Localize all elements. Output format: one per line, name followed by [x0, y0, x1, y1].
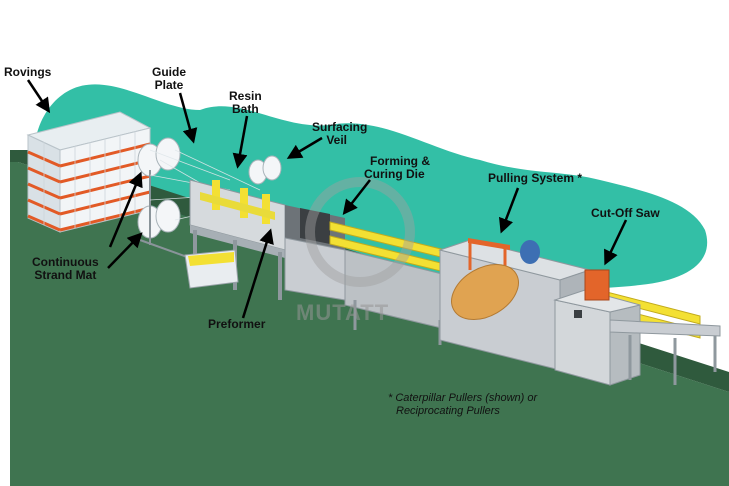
- guide-plate-arrow: [178, 92, 198, 144]
- label-cut-off-saw: Cut-Off Saw: [591, 206, 660, 220]
- roller-conveyor: [609, 319, 721, 385]
- label-preformer: Preformer: [208, 317, 266, 331]
- rovings-arrow: [26, 79, 51, 114]
- label-guide-plate-line2: Plate: [154, 78, 184, 92]
- footnote: * Caterpillar Pullers (shown) or Recipro…: [388, 392, 537, 418]
- callout-arrows: [26, 79, 628, 319]
- surfacing-veil-arrow: [286, 136, 323, 159]
- veil-rolls: [248, 155, 282, 185]
- cut-off-saw-arrow: [604, 219, 628, 266]
- label-surfacing-veil-line1: Surfacing: [312, 120, 368, 134]
- resin-tray: [184, 249, 239, 289]
- label-surfacing-veil: Surfacing Veil: [312, 121, 367, 147]
- label-resin-bath-line2: Bath: [232, 102, 259, 116]
- label-guide-plate: Guide Plate: [152, 66, 186, 92]
- label-forming-die: Forming & Curing Die: [364, 155, 430, 181]
- label-resin-bath: Resin Bath: [229, 90, 262, 116]
- label-mat-line1: Continuous: [32, 255, 99, 269]
- label-pulling-system: Pulling System *: [488, 171, 583, 185]
- label-mat-line2: Strand Mat: [34, 268, 97, 282]
- label-resin-bath-line1: Resin: [229, 89, 262, 103]
- floor: [10, 162, 729, 486]
- pulling-system-arrow: [498, 187, 520, 234]
- footnote-line1: * Caterpillar Pullers (shown) or: [388, 392, 538, 404]
- label-continuous-strand-mat: Continuous Strand Mat: [32, 256, 99, 282]
- label-surfacing-veil-line2: Veil: [326, 133, 348, 147]
- mat-arrow-lower: [107, 232, 143, 269]
- mat-arrow-upper: [108, 171, 143, 248]
- watermark-text: MUTATT: [296, 300, 390, 325]
- watermark-logo: [305, 177, 415, 287]
- label-forming-die-line2: Curing Die: [364, 167, 425, 181]
- label-forming-die-line1: Forming &: [370, 154, 430, 168]
- label-guide-plate-line1: Guide: [152, 65, 187, 79]
- mat-rolls: [137, 137, 181, 239]
- resin-bath-arrow: [232, 115, 249, 169]
- forming-die-arrow: [342, 179, 371, 215]
- rovings-creel: [26, 111, 152, 233]
- preformer-arrow: [241, 228, 274, 319]
- label-rovings: Rovings: [4, 65, 52, 79]
- footnote-line2: Reciprocating Pullers: [396, 405, 500, 417]
